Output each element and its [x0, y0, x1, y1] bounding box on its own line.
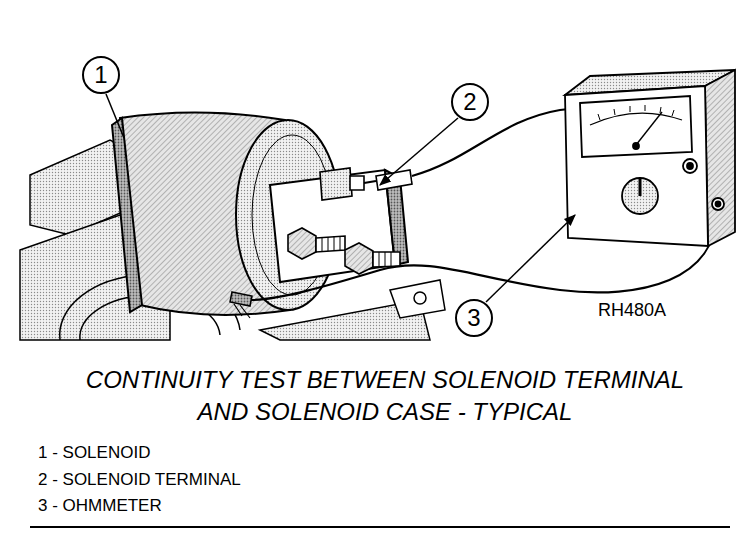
ohmmeter: [565, 70, 735, 246]
legend-key: 2 - SOLENOID TERMINAL: [38, 470, 241, 490]
callout-circle: 3: [455, 299, 493, 337]
solenoid-body: [112, 112, 408, 315]
leader-lines: [106, 94, 575, 302]
callout-number: 3: [467, 306, 480, 330]
figure-caption: CONTINUITY TEST BETWEEN SOLENOID TERMINA…: [60, 364, 710, 429]
figure-code: RH480A: [598, 300, 666, 321]
callout-circle: 2: [451, 83, 489, 121]
callout-number: 1: [94, 63, 107, 87]
callout-number: 2: [463, 90, 476, 114]
rule-line: [30, 526, 730, 528]
legend-key: 3 - OHMMETER: [38, 496, 162, 516]
callout-circle: 1: [82, 56, 120, 94]
legend-key: 1 - SOLENOID: [38, 443, 150, 463]
